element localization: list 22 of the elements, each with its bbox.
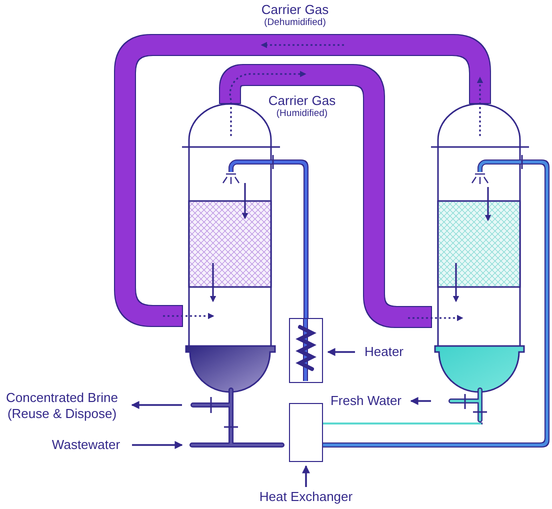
callout-label: Concentrated Brine (Reuse & Dispose) <box>0 390 124 422</box>
arrow <box>410 396 431 406</box>
arrow <box>327 348 355 356</box>
gas-label-note: (Humidified) <box>275 108 329 119</box>
gas-label-note: (Dehumidified) <box>263 17 327 28</box>
arrow <box>302 465 310 487</box>
pipe <box>220 65 431 327</box>
callout-label: Wastewater <box>48 437 124 453</box>
gas-label: Carrier Gas <box>267 93 337 108</box>
callout-label: Fresh Water <box>327 393 405 409</box>
heat-exchanger-box <box>289 403 323 462</box>
arrow <box>132 440 183 450</box>
pipe <box>282 444 289 446</box>
tower-drawing <box>431 103 531 423</box>
callout-label: Heater <box>361 344 407 360</box>
pipe <box>115 35 490 326</box>
arrow <box>131 400 182 410</box>
pipe <box>323 160 548 446</box>
callout-label: Heat Exchanger <box>254 489 358 505</box>
pipe <box>323 422 482 426</box>
gas-label: Carrier Gas <box>260 2 330 17</box>
pipe <box>282 160 308 318</box>
